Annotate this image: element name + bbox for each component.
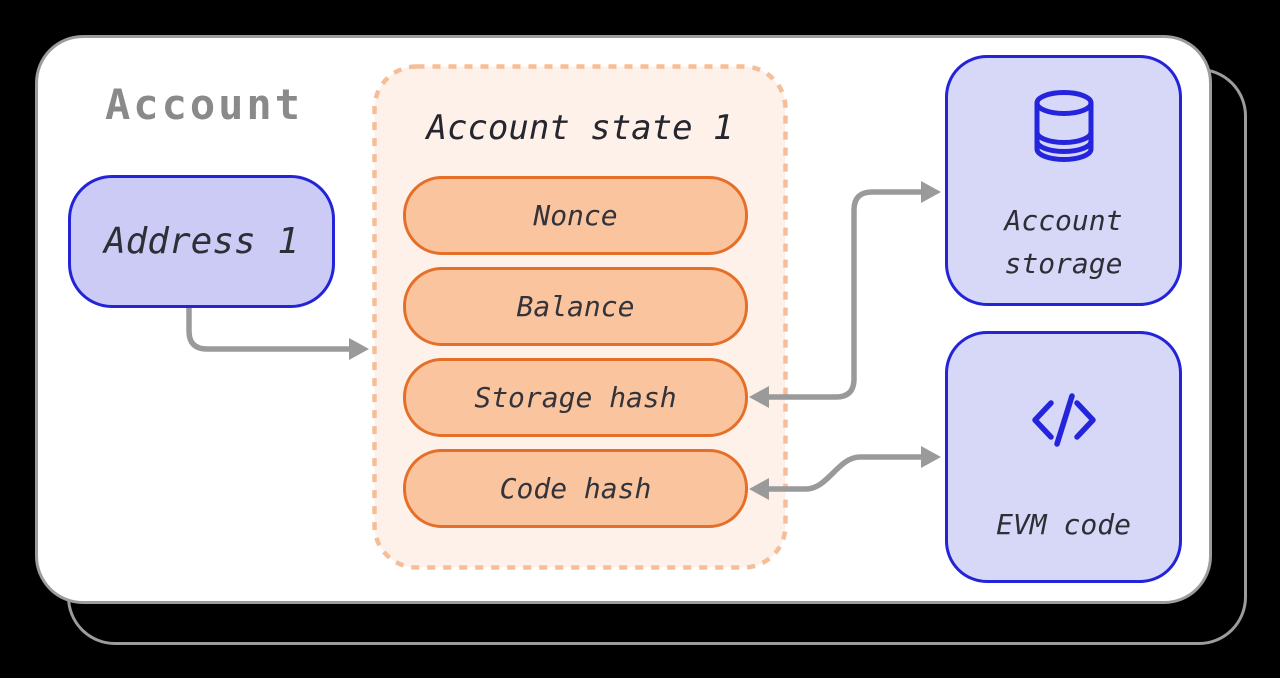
evm-code-box: EVM code (945, 331, 1182, 583)
database-icon (1032, 90, 1096, 173)
evm-code-label: EVM code (996, 508, 1131, 541)
storage-hash-pill: Storage hash (403, 358, 748, 437)
account-storage-label: Account storage (1004, 204, 1123, 280)
balance-label: Balance (516, 290, 635, 323)
account-state-box: Account state 1 Nonce Balance Storage ha… (372, 64, 788, 570)
account-state-title: Account state 1 (426, 108, 734, 148)
card-title: Account (105, 80, 304, 129)
code-hash-pill: Code hash (403, 449, 748, 528)
code-hash-label: Code hash (499, 472, 652, 505)
address-box: Address 1 (68, 175, 335, 308)
address-label: Address 1 (103, 221, 300, 262)
balance-pill: Balance (403, 267, 748, 346)
nonce-label: Nonce (533, 199, 618, 232)
nonce-pill: Nonce (403, 176, 748, 255)
code-icon (1030, 390, 1098, 457)
storage-hash-label: Storage hash (474, 381, 677, 414)
account-storage-box: Account storage (945, 55, 1182, 306)
